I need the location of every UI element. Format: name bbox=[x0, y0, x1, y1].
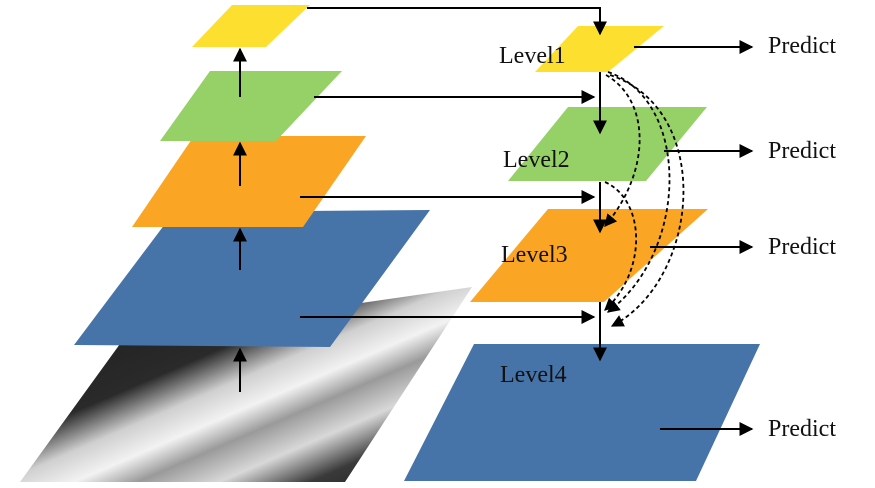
pyramid-plane-2 bbox=[508, 107, 707, 181]
predict-label-2: Predict bbox=[768, 138, 836, 164]
level-label-2: Level2 bbox=[503, 147, 570, 173]
pyramid-plane-4 bbox=[404, 344, 760, 481]
input-image bbox=[20, 287, 472, 482]
level-label-1: Level1 bbox=[499, 43, 566, 69]
pyramid-plane-1 bbox=[535, 26, 664, 72]
backbone-plane-4 bbox=[74, 210, 430, 347]
predict-label-4: Predict bbox=[768, 416, 836, 442]
dashed-skip-1 bbox=[604, 74, 641, 227]
pyramid-plane-3 bbox=[470, 209, 708, 302]
level-label-3: Level3 bbox=[501, 242, 568, 268]
predict-label-3: Predict bbox=[768, 234, 836, 260]
predict-label-1: Predict bbox=[768, 33, 836, 59]
dashed-skip-3 bbox=[604, 181, 638, 311]
backbone-plane-3 bbox=[132, 136, 366, 227]
level-label-4: Level4 bbox=[500, 362, 567, 388]
dashed-skip-4 bbox=[609, 74, 685, 327]
backbone-plane-1 bbox=[192, 5, 310, 47]
backbone-plane-2 bbox=[160, 71, 342, 141]
lateral-1 bbox=[307, 7, 607, 36]
